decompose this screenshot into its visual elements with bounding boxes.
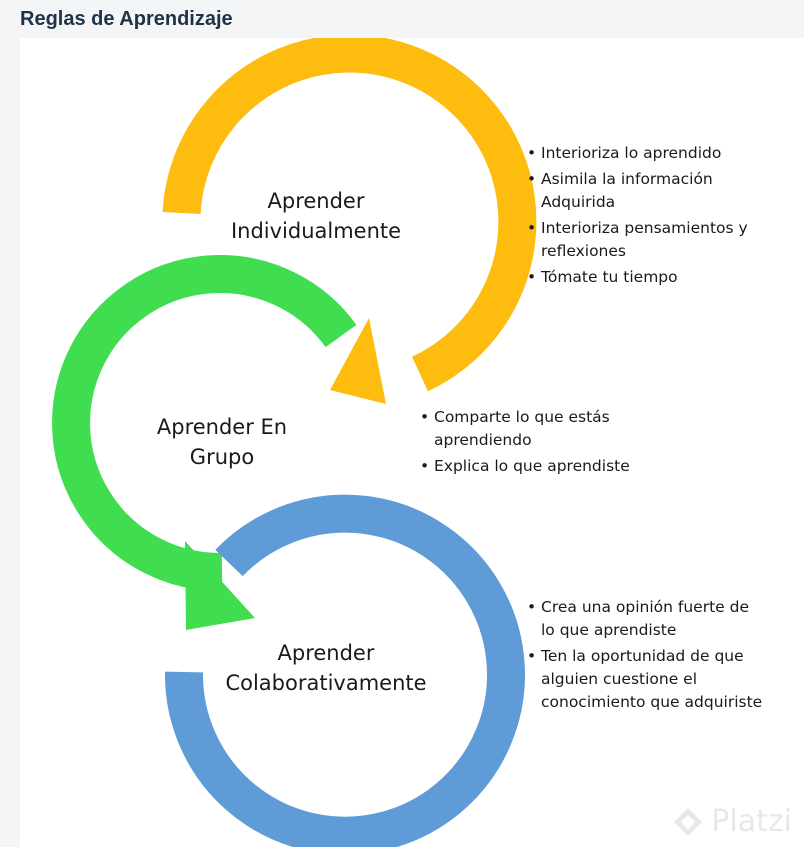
stage-title-line: Colaborativamente (225, 671, 427, 695)
individual-arrowhead (330, 318, 386, 404)
list-item: Explica lo que aprendiste (420, 455, 660, 478)
list-item: Interioriza pensamientos y reflexiones (527, 217, 781, 263)
individual-ring-arc (162, 38, 537, 392)
stage-title-line: Grupo (189, 445, 255, 469)
collaborative-ring-arc (164, 494, 525, 847)
list-item: Asimila la información Adquirida (527, 168, 751, 214)
stage-title-line: Aprender (267, 189, 365, 213)
stage-collaborative-title: Aprender Colaborativamente (206, 638, 446, 698)
list-item: Crea una opinión fuerte de lo que aprend… (527, 596, 766, 642)
page-title: Reglas de Aprendizaje (20, 8, 233, 30)
stage-title-line: Individualmente (230, 219, 402, 243)
stage-title-line: Aprender (277, 641, 375, 665)
list-item: Tómate tu tiempo (527, 266, 777, 289)
platzi-watermark: Platzi (671, 804, 792, 839)
watermark-text: Platzi (711, 804, 792, 839)
collaborative-bullet-list: Crea una opinión fuerte de lo que aprend… (527, 596, 762, 717)
platzi-logo-icon (674, 807, 703, 836)
stage-group-title: Aprender En Grupo (122, 412, 322, 472)
list-item: Ten la oportunidad de que alguien cuesti… (527, 645, 766, 714)
list-item: Interioriza lo aprendido (527, 142, 777, 165)
learning-rules-diagram: Aprender Individualmente Aprender En Gru… (20, 38, 804, 847)
list-item: Comparte lo que estás aprendiendo (420, 406, 644, 452)
individual-bullet-list: Interioriza lo aprendido Asimila la info… (527, 142, 777, 292)
cycle-arrows-graphic (52, 38, 537, 847)
group-bullet-list: Comparte lo que estás aprendiendo Explic… (420, 406, 660, 481)
group-arrowhead (185, 541, 255, 630)
stage-individual-title: Aprender Individualmente (196, 186, 436, 246)
group-ring-arc (52, 255, 357, 592)
stage-title-line: Aprender En (156, 415, 288, 439)
